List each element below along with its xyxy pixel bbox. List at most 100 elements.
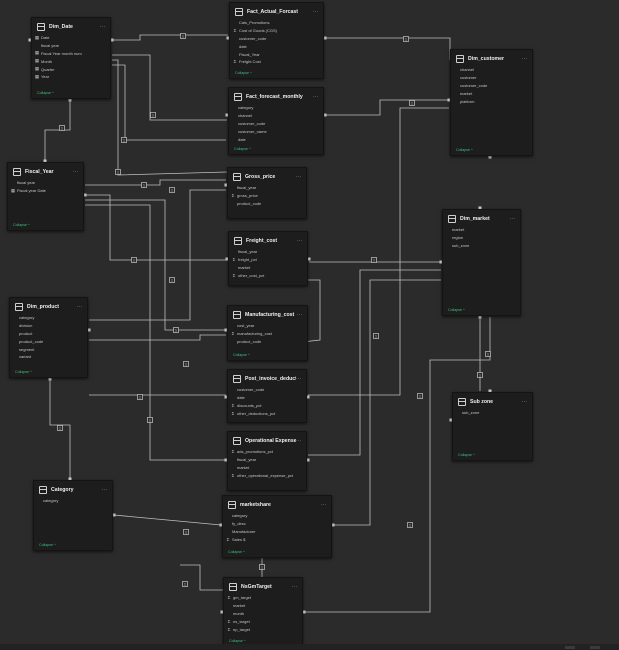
relationship-line[interactable] xyxy=(304,317,491,613)
table-header[interactable]: Sub zone··· xyxy=(453,393,532,408)
field-row[interactable]: customer_code xyxy=(451,82,532,90)
field-row[interactable]: date xyxy=(229,135,323,143)
collapse-button[interactable]: Collapse ^ xyxy=(15,370,32,374)
relationship-line[interactable] xyxy=(180,564,226,591)
zoom-control[interactable] xyxy=(565,646,575,649)
more-options-icon[interactable]: ··· xyxy=(72,168,79,175)
table-header[interactable]: Category··· xyxy=(34,481,112,496)
field-row[interactable]: variant xyxy=(10,353,87,361)
field-row[interactable]: category xyxy=(229,104,323,112)
field-row[interactable]: customer_name xyxy=(229,127,323,135)
table-header[interactable]: Manufacturing_cost··· xyxy=(228,306,307,321)
field-row[interactable]: division xyxy=(10,322,87,330)
field-row[interactable]: month xyxy=(224,610,302,618)
table-header[interactable]: Fact_forecast_monthly··· xyxy=(229,88,323,103)
field-row[interactable]: product_code xyxy=(10,337,87,345)
field-row[interactable]: Manufacturer xyxy=(223,528,331,536)
field-row[interactable]: channel xyxy=(451,66,532,74)
more-options-icon[interactable]: ··· xyxy=(296,237,303,244)
collapse-button[interactable]: Collapse ^ xyxy=(39,543,56,547)
table-header[interactable]: marketshare··· xyxy=(223,496,331,511)
relationship-line[interactable] xyxy=(44,100,71,161)
relationship-line[interactable] xyxy=(85,199,226,331)
more-options-icon[interactable]: ··· xyxy=(521,398,528,405)
field-row[interactable]: Cals_Promotions xyxy=(230,19,323,27)
table-header[interactable]: Gross_price··· xyxy=(228,168,306,183)
relationship-line[interactable] xyxy=(89,189,226,321)
field-row[interactable]: ▦Fiscal Year month num xyxy=(32,50,110,58)
relationship-line[interactable] xyxy=(113,514,222,526)
more-options-icon[interactable]: ··· xyxy=(521,55,528,62)
more-options-icon[interactable]: ··· xyxy=(509,215,516,222)
field-row[interactable]: fiscal year xyxy=(8,179,83,187)
field-row[interactable]: sub_zone xyxy=(443,242,520,250)
relationship-line[interactable] xyxy=(112,54,227,121)
field-row[interactable]: customer xyxy=(451,74,532,82)
more-options-icon[interactable]: ··· xyxy=(312,8,319,15)
field-row[interactable]: fy_desc xyxy=(223,520,331,528)
relationship-line[interactable] xyxy=(325,37,451,60)
relationship-line[interactable] xyxy=(89,334,226,341)
table-header[interactable]: Dim_product··· xyxy=(10,298,87,313)
field-row[interactable]: customer_code xyxy=(229,120,323,128)
field-row[interactable]: product xyxy=(10,330,87,338)
table-header[interactable]: Operational Expense··· xyxy=(228,432,306,447)
relationship-line[interactable] xyxy=(85,194,227,261)
relationship-line[interactable] xyxy=(85,179,226,186)
field-row[interactable]: customer_code xyxy=(230,35,323,43)
more-options-icon[interactable]: ··· xyxy=(99,23,106,30)
field-row[interactable]: ▦Quarter xyxy=(32,65,110,73)
field-row[interactable]: segment xyxy=(10,345,87,353)
field-row[interactable]: ▦Fiscal year Date xyxy=(8,187,83,195)
field-row[interactable]: market xyxy=(224,602,302,610)
collapse-button[interactable]: Collapse ^ xyxy=(235,71,252,75)
relationship-line[interactable] xyxy=(333,279,441,526)
more-options-icon[interactable]: ··· xyxy=(295,375,302,382)
collapse-button[interactable]: Collapse ^ xyxy=(234,147,251,151)
field-row[interactable]: platform xyxy=(451,97,532,105)
more-options-icon[interactable]: ··· xyxy=(295,173,302,180)
more-options-icon[interactable]: ··· xyxy=(76,303,83,310)
field-row[interactable]: fiscal_year xyxy=(228,184,306,192)
table-header[interactable]: Dim_customer··· xyxy=(451,50,532,65)
collapse-button[interactable]: Collapse ^ xyxy=(458,453,475,457)
relationship-line[interactable] xyxy=(308,269,441,456)
more-options-icon[interactable]: ··· xyxy=(312,93,319,100)
table-header[interactable]: Fact_Actual_Forcast··· xyxy=(230,3,323,18)
relationship-line[interactable] xyxy=(85,204,226,461)
field-row[interactable]: product_code xyxy=(228,338,307,346)
field-row[interactable]: region xyxy=(443,234,520,242)
collapse-button[interactable]: Collapse ^ xyxy=(37,91,54,95)
table-header[interactable]: Freight_cost··· xyxy=(229,232,307,247)
collapse-button[interactable]: Collapse ^ xyxy=(456,148,473,152)
field-row[interactable]: category xyxy=(223,512,331,520)
fit-control[interactable] xyxy=(590,646,600,649)
table-header[interactable]: Post_invoice_deductions··· xyxy=(228,370,306,385)
field-row[interactable]: cost_year xyxy=(228,322,307,330)
table-header[interactable]: Dim_Date··· xyxy=(32,18,110,33)
field-row[interactable]: product_code xyxy=(228,200,306,208)
field-row[interactable]: ▦Date xyxy=(32,34,110,42)
field-row[interactable]: date xyxy=(228,394,306,402)
